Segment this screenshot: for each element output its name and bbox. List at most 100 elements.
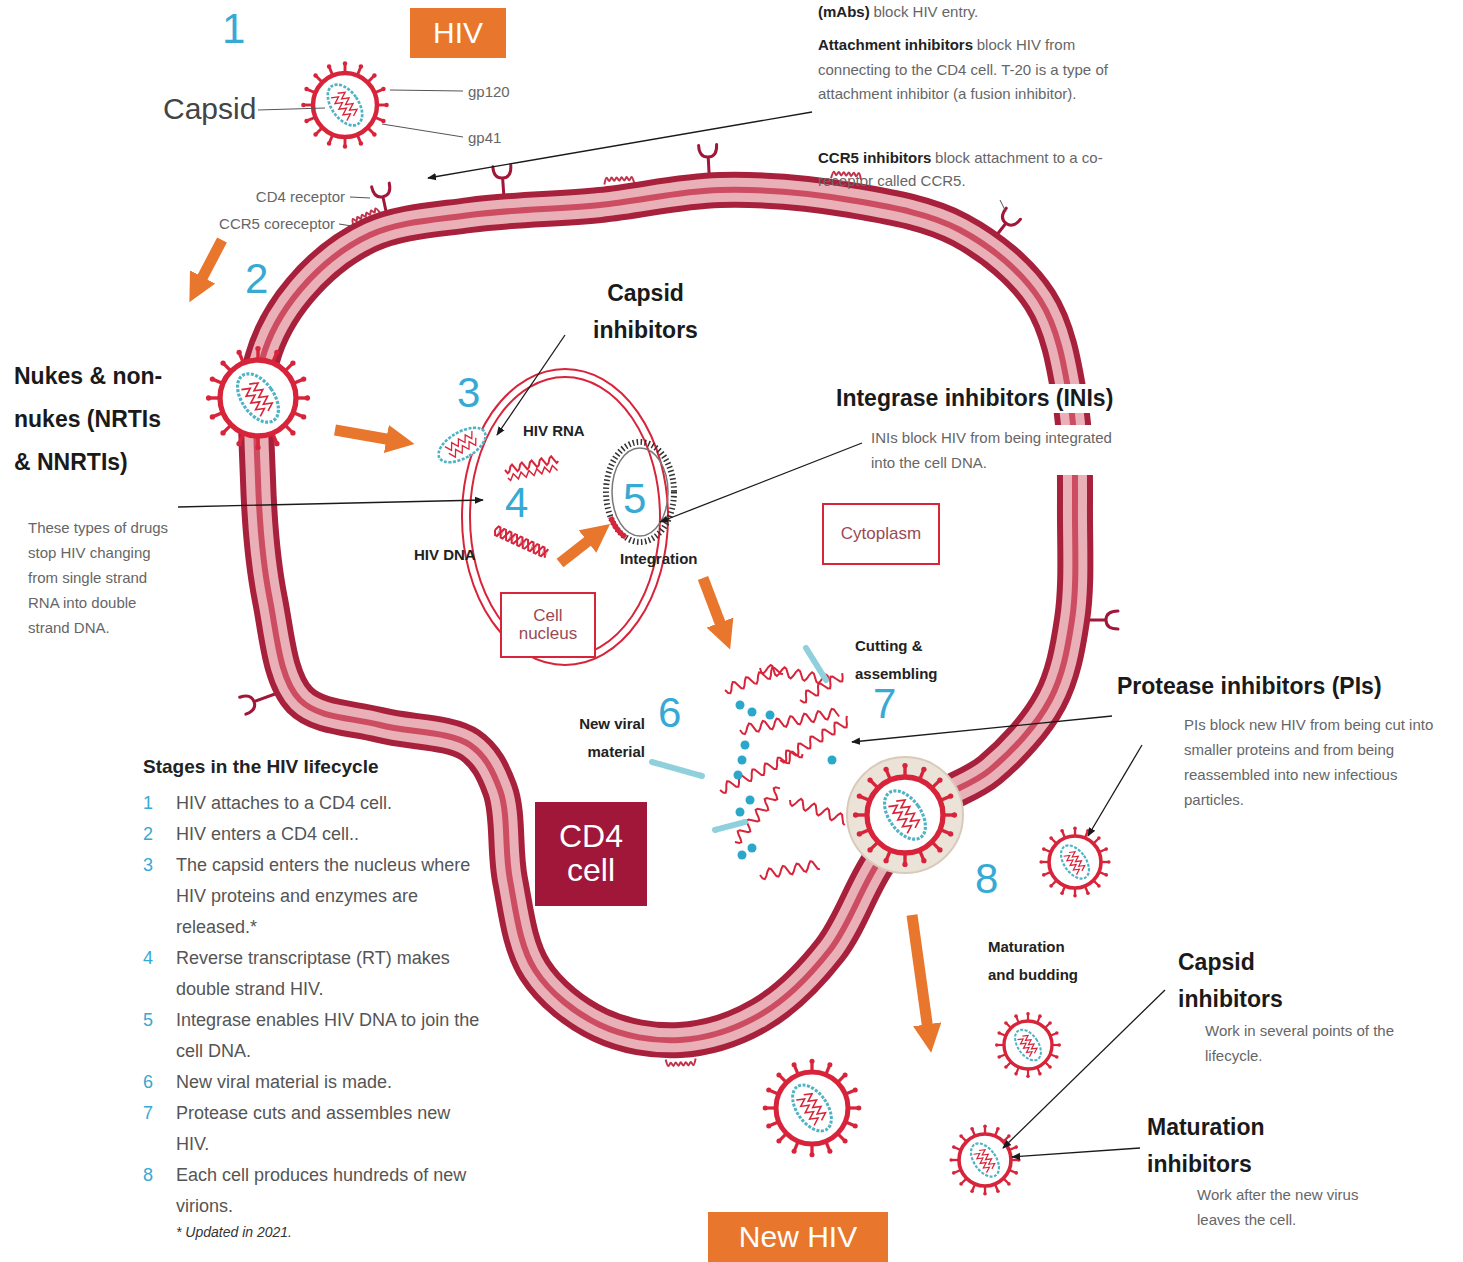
virus-envelope <box>1049 836 1101 888</box>
virus-envelope <box>867 777 943 853</box>
viral-rna <box>1022 1033 1038 1053</box>
spike-knob <box>210 414 215 419</box>
drug-class-heading: Integrase inhibitors (INIs) <box>836 385 1113 411</box>
spike-knob <box>1048 1021 1052 1025</box>
spike-knob <box>1104 847 1108 851</box>
process-arrow <box>335 430 392 440</box>
label-group: 2 <box>245 258 268 300</box>
spike-knob <box>1086 891 1090 895</box>
leader-arrow <box>497 335 565 435</box>
callout-number: 3 <box>143 850 176 943</box>
spike-knob <box>827 1062 832 1067</box>
label-group: (mAbs)block HIV entry. <box>818 2 1158 22</box>
spike-knob <box>867 777 872 782</box>
spike-knob <box>883 767 888 772</box>
cell-membrane <box>256 190 1075 1040</box>
label-group: New viral material <box>540 710 645 766</box>
hiv-virion <box>206 346 310 450</box>
label-group: Integrase inhibitors (INIs) <box>833 384 1116 413</box>
callout-number: 6 <box>143 1067 176 1098</box>
leader-arrow <box>1012 1148 1140 1157</box>
capsid-shell <box>965 1138 1004 1181</box>
spike-knob <box>902 862 907 867</box>
viral-protein <box>766 711 775 720</box>
hiv-dna <box>495 529 548 556</box>
label-group: Work in several points of the lifecycle. <box>1205 1018 1395 1068</box>
nuclear-envelope <box>462 369 668 665</box>
callout-number: 7 <box>143 1098 176 1160</box>
spike-knob <box>970 1127 974 1131</box>
spike-knob <box>952 812 957 817</box>
spike-knob <box>304 119 308 123</box>
callout-number: 2 <box>143 819 176 850</box>
protein-chain <box>806 648 826 680</box>
part-label: gp41 <box>468 129 501 146</box>
hiv-rna <box>508 466 558 481</box>
spike-knob <box>210 376 215 381</box>
hiv-virion <box>995 1012 1061 1078</box>
description-text: block HIV entry. <box>873 3 978 20</box>
spike-knob <box>1004 1021 1008 1025</box>
stage-text: HIV enters a CD4 cell.. <box>176 819 481 850</box>
viral-protein <box>734 771 743 780</box>
spike-knob <box>301 376 306 381</box>
viral-rna-strand <box>760 861 820 879</box>
capsid-shell <box>876 783 934 846</box>
viral-rna <box>896 797 921 828</box>
stage-row: 7Protease cuts and assembles new HIV. <box>143 1098 481 1160</box>
drug-class-heading: Capsid inhibitors <box>593 280 698 343</box>
spike-knob <box>290 360 295 365</box>
spike-knob <box>867 847 872 852</box>
label-group: 5 <box>623 478 646 520</box>
cell-membrane <box>256 190 1075 1040</box>
spike-knob <box>1026 1012 1030 1016</box>
spike-knob <box>1073 894 1077 898</box>
spike-knob <box>220 430 225 435</box>
leader-line <box>350 197 370 198</box>
spike-knob <box>902 763 907 768</box>
leader-line <box>390 90 463 91</box>
description-text: These types of drugs stop HIV changing f… <box>28 519 168 636</box>
spike-knob <box>856 1105 861 1110</box>
spike-knob <box>792 1062 797 1067</box>
hiv-virion <box>853 763 957 867</box>
leader-arrow <box>178 500 483 507</box>
label-group: PIs block new HIV from being cut into sm… <box>1184 712 1452 812</box>
stage-text: New viral material is made. <box>176 1067 481 1098</box>
spike-knob <box>809 1152 814 1157</box>
callout-number: 2 <box>245 255 268 302</box>
capsid <box>321 78 369 131</box>
spike-knob <box>1004 1065 1008 1069</box>
spike-knob <box>766 1123 771 1128</box>
spike-knob <box>1014 1145 1018 1149</box>
capsid-shell <box>321 78 369 131</box>
footnote: * Updated in 2021. <box>176 1224 481 1240</box>
process-arrow <box>200 240 222 282</box>
spike-knob <box>255 346 260 351</box>
spike-knob <box>1104 873 1108 877</box>
process-arrow <box>703 578 722 628</box>
capsid <box>876 783 934 846</box>
viral-protein <box>828 756 837 765</box>
virus-envelope <box>776 1072 848 1144</box>
spike-knob <box>853 1123 858 1128</box>
drug-class-name: CCR5 inhibitors <box>818 149 931 166</box>
spike-knob <box>1057 1043 1061 1047</box>
viral-rna <box>249 380 274 411</box>
spike-knob <box>305 395 310 400</box>
capsid <box>229 366 287 429</box>
spike-knob <box>1107 860 1111 864</box>
leader-line <box>382 124 463 137</box>
spike-knob <box>1042 873 1046 877</box>
stage-text: HIV attaches to a CD4 cell. <box>176 788 481 819</box>
callout-number: 3 <box>457 369 480 416</box>
spike-knob <box>997 1031 1001 1035</box>
spike-knob <box>921 858 926 863</box>
spike-knob <box>1014 1014 1018 1018</box>
spike-knob <box>948 831 953 836</box>
spike-knob <box>857 831 862 836</box>
label-group: HIV RNA <box>523 421 585 441</box>
spike-knob <box>843 1139 848 1144</box>
spike-knob <box>937 777 942 782</box>
spike-knob <box>381 119 385 123</box>
